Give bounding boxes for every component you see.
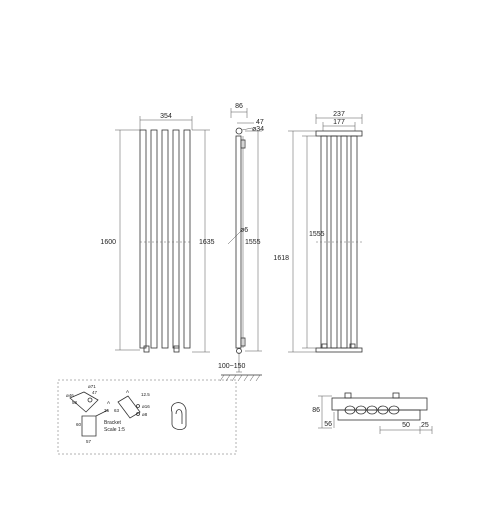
bracket-3d-icon [170, 402, 187, 430]
side-small-dia-label: ø6 [240, 227, 248, 234]
bracket-dim-9: ø16 [142, 404, 150, 409]
side-view: 86 47 ø34 ø6 1555 100~150 [218, 103, 264, 382]
front-columns [139, 129, 191, 349]
back-height-inner-label: 1555 [309, 231, 325, 238]
plan-depth-inner-label: 56 [324, 421, 332, 428]
plan-spacing-label: 50 [402, 422, 410, 429]
front-width-label: 354 [160, 113, 172, 120]
side-offset-label: 47 [256, 119, 264, 126]
bracket-dim-11: 60 [76, 422, 82, 427]
plan-depth-label: 86 [312, 407, 320, 414]
bracket-dim-12: 57 [86, 439, 92, 444]
bracket-dim-0: ø46 [66, 393, 74, 398]
bracket-dim-7: A [126, 389, 129, 394]
side-top-width-label: 86 [235, 103, 243, 110]
front-view: 354 1600 1635 [100, 113, 215, 353]
bracket-dim-4: 36 [104, 408, 110, 413]
side-floor-gap-label: 100~150 [218, 363, 246, 370]
back-outer-width-label: 237 [333, 111, 345, 118]
back-columns [316, 135, 362, 349]
back-view: 237 177 1555 1618 [273, 111, 363, 353]
plan-view: 86 56 50 25 [312, 392, 433, 434]
bracket-caption-line1: Bracket [104, 420, 122, 426]
back-height-outer-label: 1618 [273, 255, 289, 262]
back-inner-width-label: 177 [333, 119, 345, 126]
bracket-dim-1: 58 [72, 400, 78, 405]
bracket-dim-8: 12.5 [141, 392, 150, 397]
floor-hatch [219, 374, 261, 382]
plan-pipe-circles [344, 405, 400, 415]
bracket-detail: ø46 58 ø71 47 36 A 63 A 12.5 ø16 ø8 60 5… [57, 379, 237, 455]
bracket-dim-5: A [107, 400, 110, 405]
bracket-caption-line2: Scale 1:5 [104, 427, 125, 433]
side-height-label: 1555 [245, 239, 261, 246]
bracket-dim-3: 47 [92, 390, 98, 395]
front-height-left-label: 1600 [100, 239, 116, 246]
plan-edge-label: 25 [421, 422, 429, 429]
bracket-dim-6: 63 [114, 408, 120, 413]
side-pipe-dia-label: ø34 [252, 126, 264, 133]
front-height-right-label: 1635 [199, 239, 215, 246]
bracket-dim-10: ø8 [142, 412, 148, 417]
bracket-dim-2: ø71 [88, 384, 96, 389]
